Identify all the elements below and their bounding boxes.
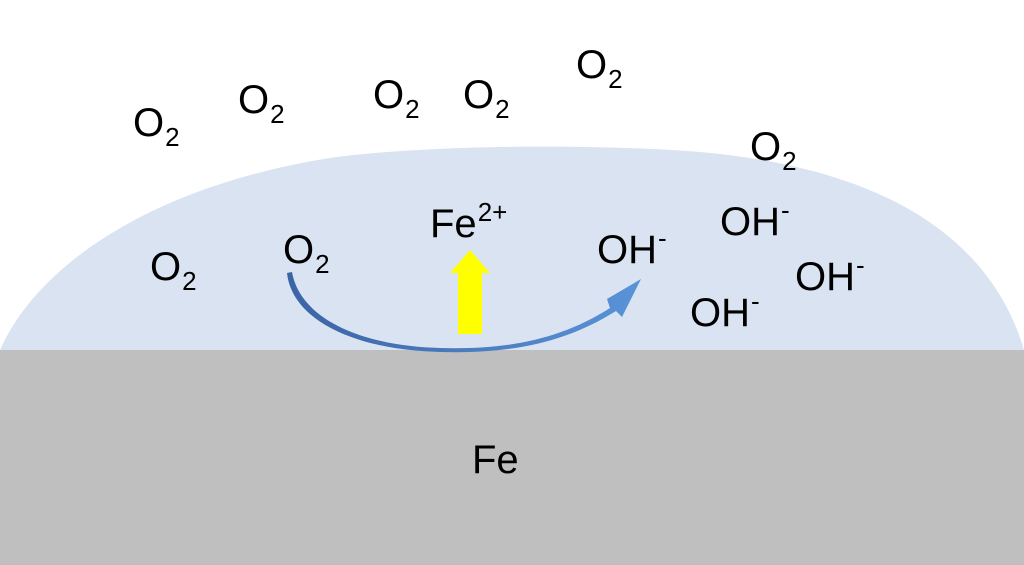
o2-molecule: O2 [576,43,623,94]
o2-molecule: O2 [463,73,510,124]
water-droplet [0,146,1024,350]
o2-molecule: O2 [133,101,180,152]
o2-dissolved: O2 [150,245,197,296]
o2-molecule: O2 [373,73,420,124]
hydroxide-ion: OH- [795,250,865,299]
hydroxide-ion: OH- [720,195,790,244]
o2-molecule: O2 [750,125,797,176]
hydroxide-ion: OH- [690,286,760,335]
metal-label: Fe [472,438,519,482]
up-arrow-icon [450,250,490,334]
iron-metal-slab [0,350,1024,565]
fe2-ion: Fe2+ [430,197,508,246]
o2-molecule: O2 [238,78,285,129]
hydroxide-product: OH- [597,223,667,272]
o2-reactant: O2 [283,228,330,279]
